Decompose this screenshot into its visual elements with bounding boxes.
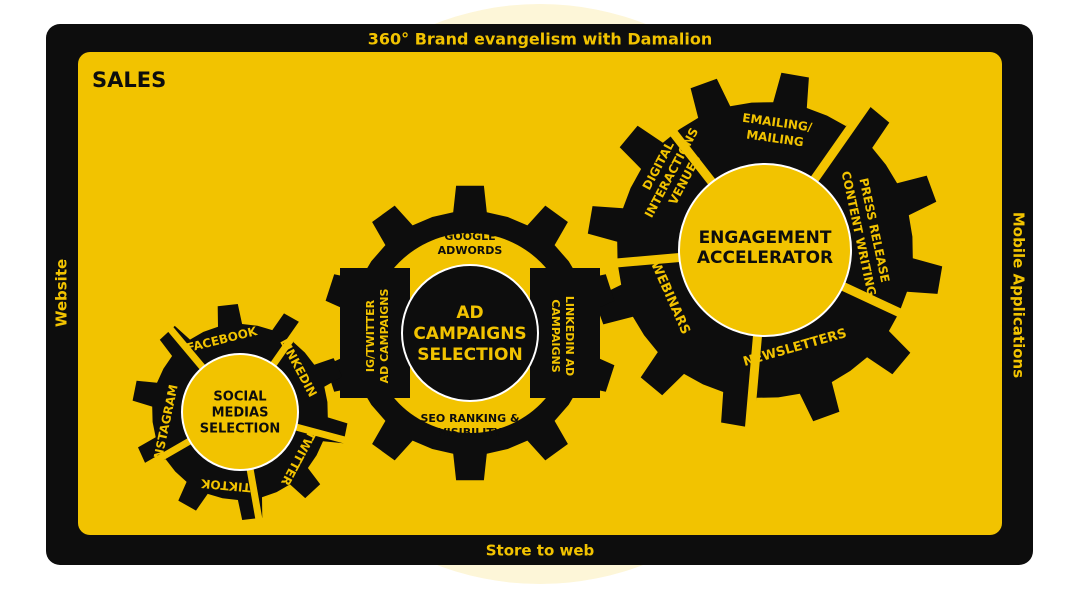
segment-gap xyxy=(292,422,352,446)
top-title: 360° Brand evangelism with Damalion xyxy=(368,30,713,49)
segment-gap xyxy=(580,252,686,271)
svg-text:VISIBILITY: VISIBILITY xyxy=(438,426,503,439)
social-center-line2: MEDIAS xyxy=(212,406,269,421)
svg-text:IG/TWITTER: IG/TWITTER xyxy=(364,299,377,372)
segment-gap xyxy=(246,465,264,526)
segment-gap xyxy=(835,279,935,333)
svg-text:GOOGLE: GOOGLE xyxy=(444,230,495,243)
segment-gap xyxy=(647,101,720,190)
segment-gap xyxy=(807,95,875,188)
engagement-hub xyxy=(678,163,852,337)
svg-text:CAMPAIGNS: CAMPAIGNS xyxy=(549,299,562,372)
segment-gap xyxy=(163,321,208,373)
svg-text:AD CAMPAIGNS: AD CAMPAIGNS xyxy=(378,289,391,384)
segment-gap xyxy=(138,436,195,473)
social-hub xyxy=(181,353,299,471)
ig-twitter-label: IG/TWITTER AD CAMPAIGNS xyxy=(364,289,391,384)
engagement-gear: ENGAGEMENT ACCELERATOR EMAILING/ MAILING… xyxy=(580,72,943,435)
bottom-title: Store to web xyxy=(486,542,595,560)
ad-center-line3: SELECTION xyxy=(417,345,522,365)
sales-label: SALES xyxy=(92,68,166,92)
svg-text:ADWORDS: ADWORDS xyxy=(438,244,503,257)
svg-text:LINKEDIN AD: LINKEDIN AD xyxy=(563,296,576,376)
right-title: Mobile Applications xyxy=(1010,212,1028,378)
svg-text:SEO RANKING &: SEO RANKING & xyxy=(420,412,519,425)
ad-center-line2: CAMPAIGNS xyxy=(413,324,526,344)
seo-ranking-label: SEO RANKING & VISIBILITY xyxy=(420,412,519,439)
ad-hub xyxy=(401,264,539,402)
segment-gap xyxy=(744,329,763,435)
linkedin-ad-label: LINKEDIN AD CAMPAIGNS xyxy=(549,296,576,376)
engagement-center-line2: ACCELERATOR xyxy=(697,248,833,268)
ad-center-line1: AD xyxy=(456,303,483,323)
google-adwords-label: GOOGLE ADWORDS xyxy=(438,230,503,257)
segment-gap xyxy=(268,315,309,369)
tiktok-label: TIKTOK xyxy=(200,476,251,494)
ad-right-block xyxy=(530,268,600,398)
social-center-line3: SELECTION xyxy=(200,422,281,437)
social-center-line1: SOCIAL xyxy=(213,390,266,405)
social-media-gear: SOCIAL MEDIAS SELECTION FACEBOOK LINKEDI… xyxy=(132,304,352,526)
left-title: Website xyxy=(53,259,71,327)
engagement-center-line1: ENGAGEMENT xyxy=(699,228,832,248)
ad-left-block xyxy=(340,268,410,398)
ad-campaigns-gear: AD CAMPAIGNS SELECTION GOOGLE ADWORDS SE… xyxy=(325,185,615,481)
